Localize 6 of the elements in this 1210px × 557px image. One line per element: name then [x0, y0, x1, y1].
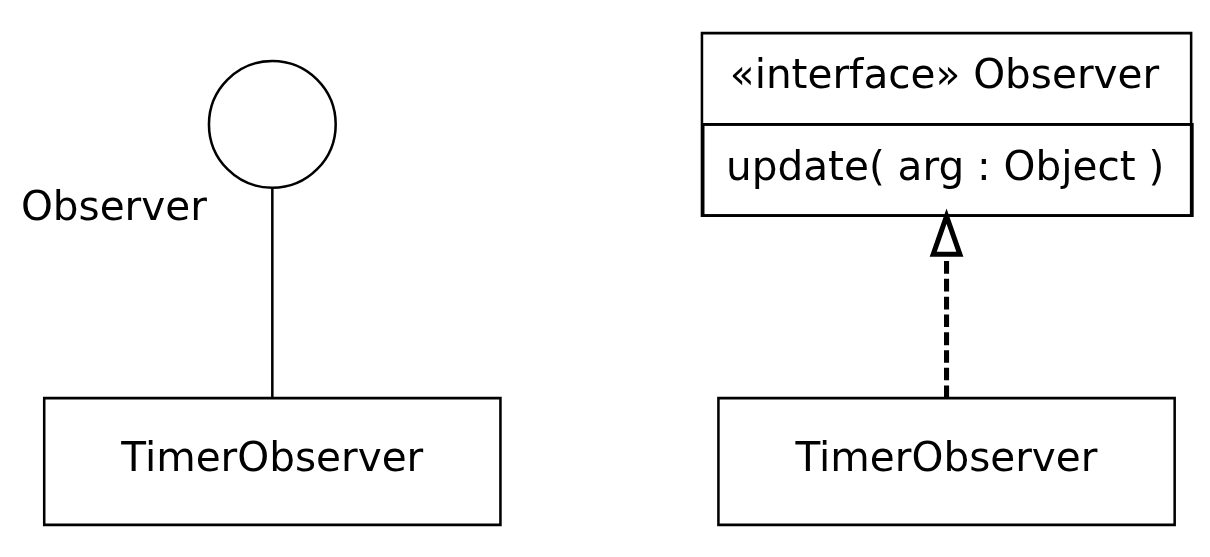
node-box: TimerObserver [42, 396, 502, 526]
node-circle [207, 59, 337, 189]
node-label: Observer [20, 181, 207, 230]
node-box: TimerObserver [717, 396, 1176, 526]
connector [271, 188, 274, 398]
arrow [929, 208, 964, 398]
